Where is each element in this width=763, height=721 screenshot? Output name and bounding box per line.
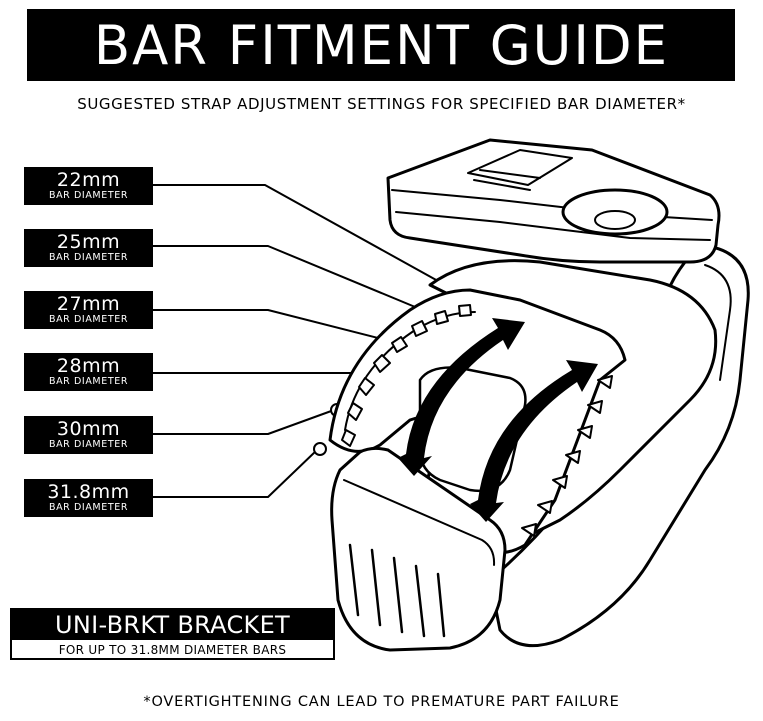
label-size: 28mm — [56, 355, 121, 377]
footnote: *OVERTIGHTENING CAN LEAD TO PREMATURE PA… — [143, 694, 620, 710]
adjustment-arrows — [398, 318, 598, 522]
label-27mm: 27mm BAR DIAMETER — [24, 291, 153, 329]
label-28mm: 28mm BAR DIAMETER — [24, 353, 153, 391]
label-unit: BAR DIAMETER — [48, 376, 129, 387]
leader-line-31-8mm — [152, 449, 318, 498]
label-size: 25mm — [56, 231, 121, 253]
label-size: 30mm — [56, 418, 121, 440]
title-banner: BAR FITMENT GUIDE — [27, 9, 735, 81]
label-25mm: 25mm BAR DIAMETER — [24, 229, 153, 267]
label-size: 22mm — [56, 169, 121, 191]
label-unit: BAR DIAMETER — [48, 439, 129, 450]
product-name: UNI-BRKT BRACKET — [12, 610, 333, 640]
pointer-31-8mm — [313, 442, 327, 456]
strap-teeth — [341, 304, 472, 447]
right-arrow — [470, 360, 598, 522]
left-arrow — [398, 318, 525, 476]
leader-line-22mm — [152, 184, 448, 287]
front-buckle — [330, 446, 507, 652]
buckle-grips — [348, 543, 446, 638]
label-unit: BAR DIAMETER — [48, 502, 129, 513]
label-31-8mm: 31.8mm BAR DIAMETER — [24, 479, 153, 517]
label-unit: BAR DIAMETER — [48, 314, 129, 325]
leader-line-30mm — [152, 409, 335, 435]
product-note: FOR UP TO 31.8MM DIAMETER BARS — [58, 643, 287, 657]
leader-line-25mm — [152, 245, 421, 310]
label-30mm: 30mm BAR DIAMETER — [24, 416, 153, 454]
label-size: 31.8mm — [47, 481, 130, 503]
subtitle: SUGGESTED STRAP ADJUSTMENT SETTINGS FOR … — [77, 95, 686, 113]
product-box: UNI-BRKT BRACKET FOR UP TO 31.8MM DIAMET… — [10, 608, 335, 660]
page-title: BAR FITMENT GUIDE — [93, 13, 669, 77]
leader-line-27mm — [152, 309, 387, 341]
label-size: 27mm — [56, 293, 121, 315]
label-unit: BAR DIAMETER — [48, 252, 129, 263]
ratchet-teeth — [521, 375, 613, 537]
label-22mm: 22mm BAR DIAMETER — [24, 167, 153, 205]
label-unit: BAR DIAMETER — [48, 190, 129, 201]
